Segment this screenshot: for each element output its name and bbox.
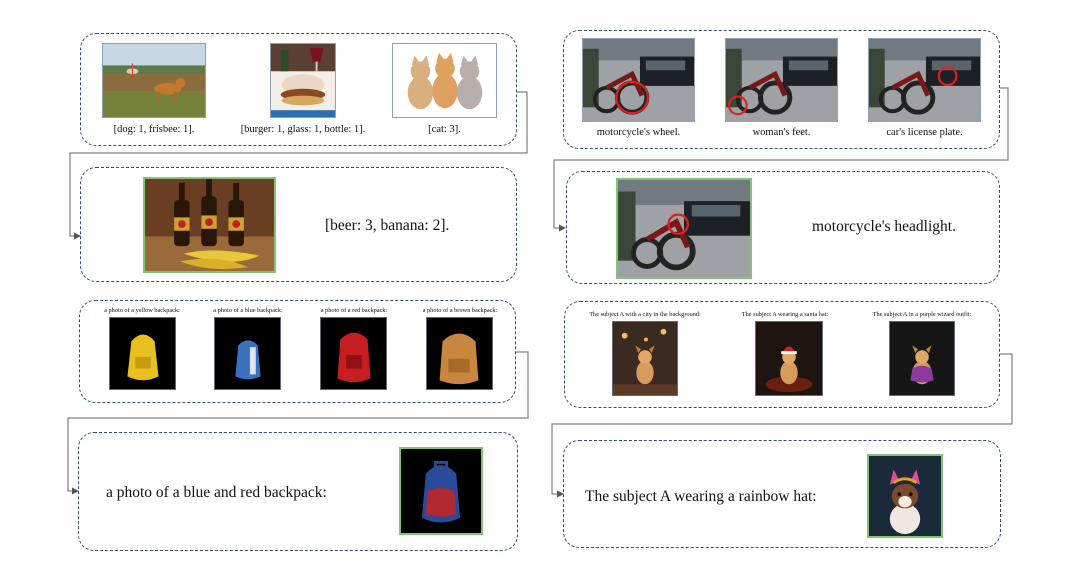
curved-arrow-icon	[67, 351, 529, 495]
curved-arrow-icon	[69, 91, 528, 240]
panel-grounding-query	[566, 171, 1000, 284]
beer-bananas-photo	[143, 177, 276, 273]
subject-rainbow-hat-photo	[867, 454, 943, 538]
woman-feet-photo	[725, 38, 838, 122]
motorcycle-headlight-photo	[616, 178, 752, 279]
panel-grounding-examples	[563, 30, 1000, 149]
query-text-rainbow-hat: The subject A wearing a rainbow hat:	[585, 488, 817, 505]
caption-dog-frisbee: [dog: 1, frisbee: 1].	[113, 124, 195, 135]
caption-subject-santa: The subject A wearing a santa hat:	[741, 311, 829, 318]
subject-santa-photo	[755, 321, 823, 396]
curved-arrow-icon	[553, 87, 1009, 232]
license-plate-photo	[868, 38, 981, 122]
subject-city-photo	[612, 321, 678, 396]
cats-photo	[392, 43, 497, 118]
caption-subject-wizard: The subject A in a purple wizard outfit:	[872, 311, 972, 318]
yellow-backpack-photo	[109, 317, 176, 390]
query-text-beer: [beer: 3, banana: 2].	[325, 217, 450, 234]
caption-red-backpack: a photo of a red backpack:	[320, 307, 388, 314]
caption-brown-backpack: a photo of a brown backpack:	[422, 307, 498, 314]
blue-backpack-photo	[214, 317, 281, 390]
red-backpack-photo	[320, 317, 387, 390]
caption-motorcycle-wheel: motorcycle's wheel.	[596, 127, 681, 138]
motorcycle-wheel-photo	[582, 38, 695, 122]
blue-red-backpack-photo	[399, 447, 483, 535]
caption-woman-feet: woman's feet.	[752, 127, 811, 138]
query-text-headlight: motorcycle's headlight.	[812, 218, 956, 235]
caption-cats: [cat: 3].	[428, 124, 461, 135]
curved-arrow-icon	[551, 353, 1013, 498]
subject-wizard-photo	[889, 321, 955, 396]
panel-counting-query	[80, 167, 517, 282]
query-text-backpack: a photo of a blue and red backpack:	[106, 484, 327, 501]
caption-burger: [burger: 1, glass: 1, bottle: 1].	[240, 124, 366, 135]
caption-subject-city: The subject A with a city in the backgro…	[589, 311, 701, 318]
dog-frisbee-photo	[102, 43, 206, 118]
caption-license-plate: car's license plate.	[886, 127, 963, 138]
panel-subject-examples	[564, 301, 1000, 408]
caption-blue-backpack: a photo of a blue backpack:	[213, 307, 283, 314]
panel-backpack-examples	[79, 300, 516, 403]
panel-counting-examples	[80, 33, 517, 146]
brown-backpack-photo	[426, 317, 493, 390]
caption-yellow-backpack: a photo of a yellow backpack:	[104, 307, 180, 314]
burger-photo	[270, 43, 336, 118]
